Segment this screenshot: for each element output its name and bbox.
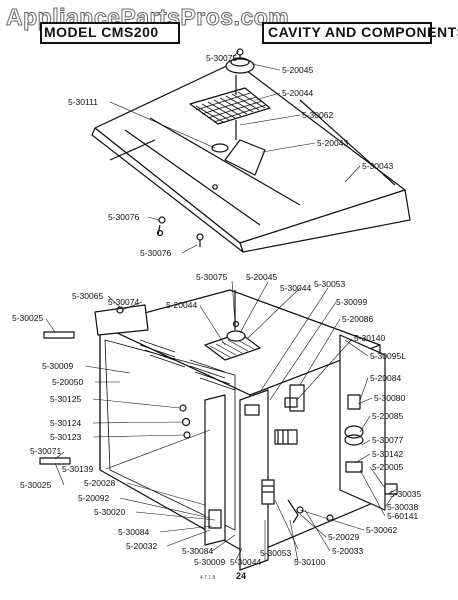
part-label: 5-20086 bbox=[342, 314, 374, 324]
part-label: 5-30125 bbox=[50, 394, 82, 404]
part-label: 5-20044 bbox=[282, 88, 314, 98]
cavity-vent-holes bbox=[139, 339, 236, 391]
part-label: 5-30084 bbox=[182, 546, 214, 556]
part-label: 5-30142 bbox=[372, 449, 404, 459]
side-bracket-left bbox=[204, 394, 226, 546]
part-label: 5-20028 bbox=[84, 478, 116, 488]
part-label: 5-30035 bbox=[390, 489, 422, 499]
stirrer-blade-bracket bbox=[211, 120, 266, 176]
part-label: 5-30075 bbox=[196, 272, 228, 282]
part-label: 5-20032 bbox=[126, 541, 158, 551]
part-label: 5-30025 bbox=[12, 313, 44, 323]
part-label: 5-30053 bbox=[314, 279, 346, 289]
side-panel-right bbox=[339, 334, 398, 511]
part-label: 5-30076 bbox=[108, 212, 140, 222]
part-label: 5-20005 bbox=[372, 462, 404, 472]
part-label: 5-20043 bbox=[317, 138, 349, 148]
part-label: 5-30075 bbox=[206, 53, 238, 63]
part-label: 5-30111 bbox=[68, 97, 98, 107]
part-label: 5-30123 bbox=[50, 432, 82, 442]
part-label: 5-30077 bbox=[372, 435, 404, 445]
part-label: 5-30009 bbox=[194, 557, 226, 567]
part-label: 5-20029 bbox=[328, 532, 360, 542]
section-header-box bbox=[262, 22, 432, 44]
part-label: 5-30020 bbox=[94, 507, 126, 517]
model-title: MODEL CMS200 bbox=[44, 24, 159, 40]
part-label: 5-20045 bbox=[282, 65, 314, 75]
part-label: 5-30053 bbox=[260, 548, 292, 558]
part-label: 5-30140 bbox=[354, 333, 386, 343]
bottom-stirrer-grille bbox=[204, 320, 261, 361]
part-label: 5-20092 bbox=[78, 493, 110, 503]
model-header-box bbox=[40, 22, 180, 44]
part-label: 5-30044 bbox=[280, 283, 312, 293]
part-label: 5-30095L bbox=[370, 351, 406, 361]
part-label: 5-30009 bbox=[42, 361, 74, 371]
stirrer-grille bbox=[189, 87, 271, 125]
part-label: 5-30065 bbox=[72, 291, 104, 301]
top-screws bbox=[156, 216, 204, 247]
bottom-hardware bbox=[39, 304, 334, 524]
part-label: 5-30062 bbox=[302, 110, 334, 120]
part-label: 5-20085 bbox=[372, 411, 404, 421]
stirrer-motor-top bbox=[225, 48, 255, 95]
part-label: 5-30071 bbox=[30, 446, 62, 456]
part-label: 5-30043 bbox=[362, 161, 394, 171]
switch-assembly bbox=[284, 384, 305, 412]
part-label: 5-30062 bbox=[366, 525, 398, 535]
part-label: 5-20033 bbox=[332, 546, 364, 556]
section-title: CAVITY AND COMPONENTS bbox=[268, 24, 458, 40]
part-label: 5-30038 bbox=[387, 502, 419, 512]
part-label: 5-30080 bbox=[374, 393, 406, 403]
part-label: 5-30100 bbox=[294, 557, 326, 567]
part-label: 5-20045 bbox=[246, 272, 278, 282]
part-label: 5-30084 bbox=[118, 527, 150, 537]
door-latch-bracket bbox=[239, 389, 298, 571]
part-label: 5-20084 bbox=[370, 373, 402, 383]
part-label: 5-30124 bbox=[50, 418, 82, 428]
part-label: 5-30074 bbox=[108, 297, 140, 307]
part-label: 5-20044 bbox=[166, 300, 198, 310]
page-number: 24 bbox=[236, 571, 247, 581]
part-label: 5-30025 bbox=[20, 480, 52, 490]
part-label: 5-30076 bbox=[140, 248, 172, 258]
part-label: 5-30099 bbox=[336, 297, 368, 307]
part-label: 5-30139 bbox=[62, 464, 94, 474]
part-label: 5-60141 bbox=[387, 511, 419, 521]
part-label: 5-30044 bbox=[230, 557, 262, 567]
part-label: 5-20050 bbox=[52, 377, 84, 387]
footer-code: 4 7 1 8 bbox=[200, 575, 216, 581]
